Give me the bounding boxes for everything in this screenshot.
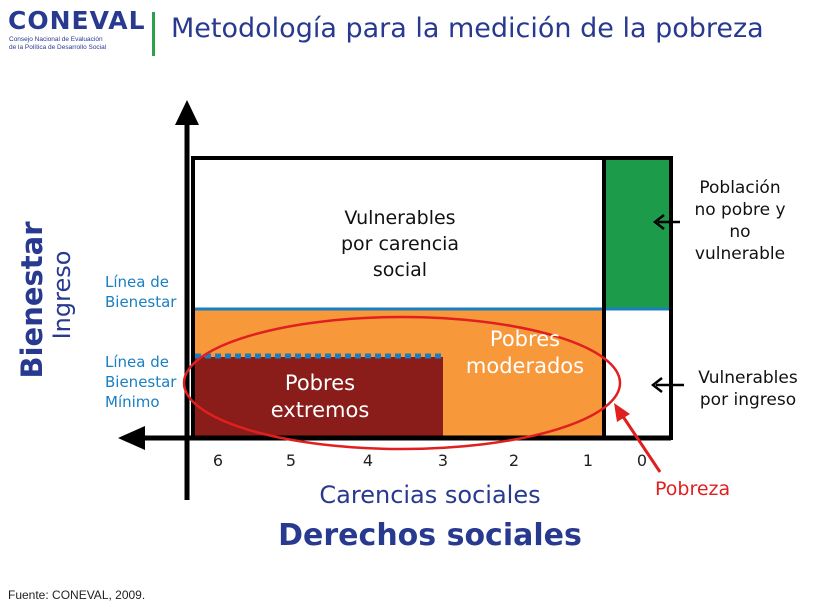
y-axis-inner-label: Ingreso xyxy=(48,250,76,340)
vulnerables-carencia-label: Vulnerables por carencia social xyxy=(300,205,500,283)
no-pobre-line2: no pobre y xyxy=(694,200,786,220)
arrow-pobreza xyxy=(618,411,662,473)
vulnerables-carencia-line2: por carencia xyxy=(340,233,460,255)
pobres-extremos-line1: Pobres xyxy=(284,371,356,395)
pobres-extremos-label: Pobres extremos xyxy=(235,370,405,424)
logo-subtitle-line2: de la Política de Desarrollo Social xyxy=(9,44,107,51)
x-tick-5: 5 xyxy=(285,451,297,470)
vulnerables-carencia-line1: Vulnerables xyxy=(344,207,456,229)
linea-minimo-line3: Mínimo xyxy=(105,393,160,411)
x-axis-arrow xyxy=(118,426,145,450)
logo-subtitle-line1: Consejo Nacional de Evaluación xyxy=(9,36,103,43)
linea-bienestar-label: Línea de Bienestar xyxy=(105,272,176,312)
title-divider xyxy=(152,12,155,56)
page-title: Metodología para la medición de la pobre… xyxy=(171,13,764,44)
x-tick-2: 2 xyxy=(508,451,520,470)
arrow-no-pobre-head xyxy=(652,214,665,230)
no-pobre-line3: no xyxy=(729,222,751,242)
pobreza-ellipse xyxy=(182,315,622,451)
logo-wordmark: CONEVAL xyxy=(8,6,146,35)
x-tick-6: 6 xyxy=(212,451,224,470)
source-note: Fuente: CONEVAL, 2009. xyxy=(8,588,146,602)
vuln-ingreso-line2: por ingreso xyxy=(699,390,797,410)
pobres-moderados-line1: Pobres xyxy=(489,327,561,351)
x-axis-label-carencias: Carencias sociales xyxy=(319,481,541,509)
vuln-ingreso-line1: Vulnerables xyxy=(698,368,798,388)
x-tick-0: 0 xyxy=(636,451,648,470)
no-pobre-region xyxy=(604,158,671,308)
pobres-moderados-label: Pobres moderados xyxy=(445,326,605,380)
linea-minimo-line2: Bienestar xyxy=(105,373,177,391)
no-pobre-label: Población no pobre y no vulnerable xyxy=(675,177,805,265)
x-tick-1: 1 xyxy=(582,451,594,470)
x-tick-4: 4 xyxy=(362,451,374,470)
pobres-moderados-line2: moderados xyxy=(465,354,585,378)
linea-minimo-line1: Línea de xyxy=(105,353,169,371)
pobres-extremos-region xyxy=(195,357,443,437)
linea-bienestar-line1: Línea de xyxy=(105,273,169,291)
no-pobre-line4: vulnerable xyxy=(694,244,786,264)
pobres-extremos-line2: extremos xyxy=(270,398,370,422)
vulnerables-carencia-line3: social xyxy=(372,259,428,281)
arrow-vuln-ingreso-head xyxy=(650,377,663,393)
x-axis-label-derechos: Derechos sociales xyxy=(278,518,582,553)
pobreza-label: Pobreza xyxy=(655,478,731,500)
logo-subtitle: Consejo Nacional de Evaluación de la Pol… xyxy=(9,36,139,52)
linea-bienestar-line2: Bienestar xyxy=(105,293,177,311)
x-tick-3: 3 xyxy=(437,451,449,470)
y-axis-arrow xyxy=(175,100,199,125)
arrow-pobreza-head xyxy=(614,403,630,422)
vulnerables-ingreso-label: Vulnerables por ingreso xyxy=(683,367,813,411)
linea-minimo-label: Línea de Bienestar Mínimo xyxy=(105,352,176,412)
no-pobre-line1: Población xyxy=(699,178,781,198)
